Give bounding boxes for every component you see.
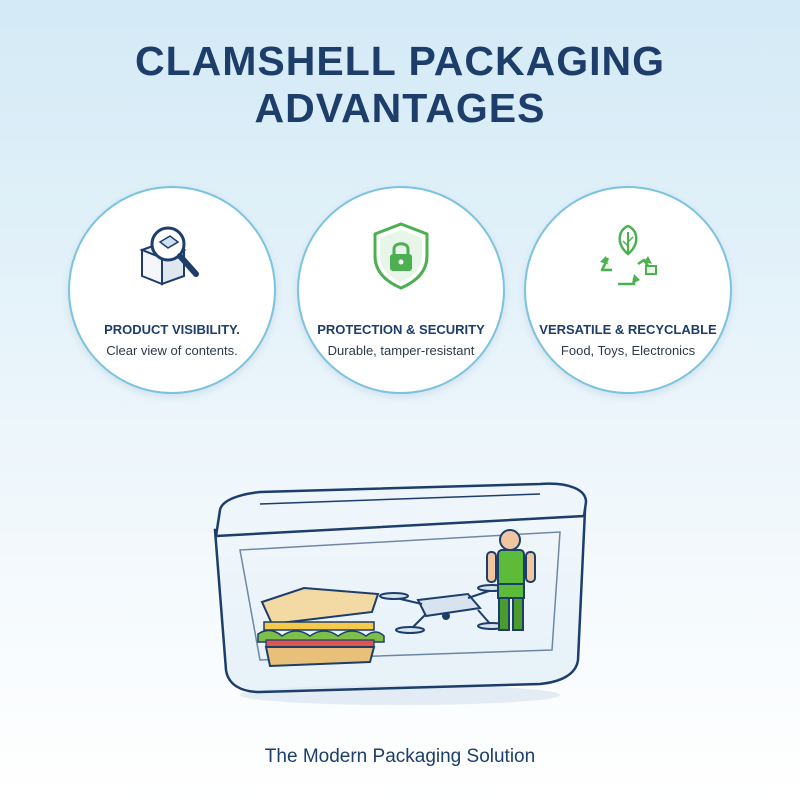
clamshell-illustration <box>213 482 588 705</box>
container-lid <box>214 482 588 538</box>
card-description: Durable, tamper-resistant <box>327 343 475 358</box>
magnifier-box-icon <box>139 226 199 286</box>
feature-card-protection: PROTECTION & SECURITY Durable, tamper-re… <box>297 186 505 394</box>
feature-card-recyclable: VERSATILE & RECYCLABLE Food, Toys, Elect… <box>524 186 732 394</box>
action-figure <box>486 529 536 631</box>
recycle-leaf-icon <box>600 224 657 286</box>
title-line-1: CLAMSHELL PACKAGING <box>135 38 665 84</box>
tagline: The Modern Packaging Solution <box>264 746 536 767</box>
card-heading: PRODUCT VISIBILITY. <box>104 322 240 337</box>
sandwich <box>257 586 385 668</box>
card-heading: VERSATILE & RECYCLABLE <box>539 322 717 337</box>
page-title: CLAMSHELL PACKAGING ADVANTAGES <box>0 38 800 132</box>
card-heading: PROTECTION & SECURITY <box>317 322 485 337</box>
card-description: Food, Toys, Electronics <box>560 343 696 358</box>
title-line-2: ADVANTAGES <box>254 85 546 131</box>
feature-card-visibility: PRODUCT VISIBILITY. Clear view of conten… <box>68 186 276 394</box>
card-description: Clear view of contents. <box>106 343 238 358</box>
shield-lock-icon <box>373 222 429 290</box>
